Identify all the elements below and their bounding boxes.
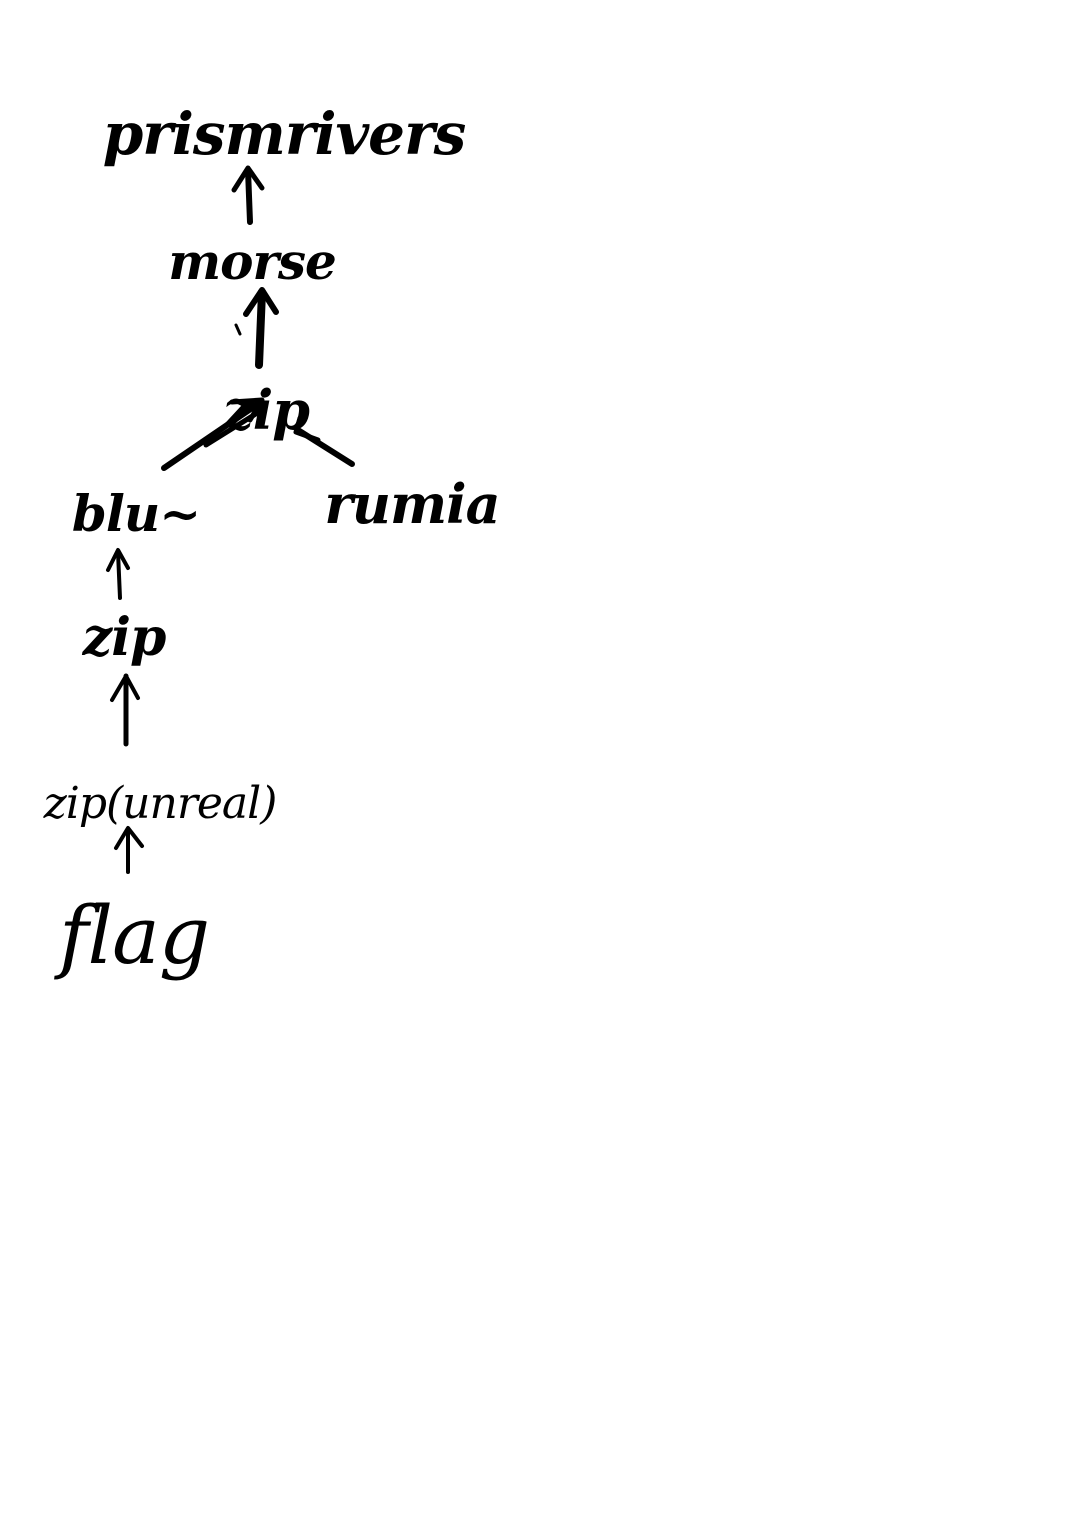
- arrow-flag-to-zipunreal: [114, 826, 144, 874]
- arrow-blue-to-zip: [161, 397, 265, 471]
- arrow-zipunreal-to-zipmid: [110, 673, 140, 747]
- node-zip-unreal: zip(unreal): [43, 778, 278, 829]
- node-rumia: rumia: [324, 472, 500, 536]
- node-flag: flag: [58, 889, 210, 982]
- node-morse: morse: [168, 232, 337, 291]
- node-zip-top: zip: [223, 378, 310, 442]
- arrow-rumia-to-zip: [293, 415, 355, 467]
- node-blue: blu~: [71, 484, 201, 543]
- node-zip-mid: zip: [82, 607, 167, 668]
- arrow-zip-to-morse: [234, 287, 279, 369]
- arrow-morse-to-prismrivers: [231, 165, 265, 225]
- node-prismrivers: prismrivers: [102, 100, 467, 168]
- arrow-zipmid-to-blue: [106, 548, 130, 600]
